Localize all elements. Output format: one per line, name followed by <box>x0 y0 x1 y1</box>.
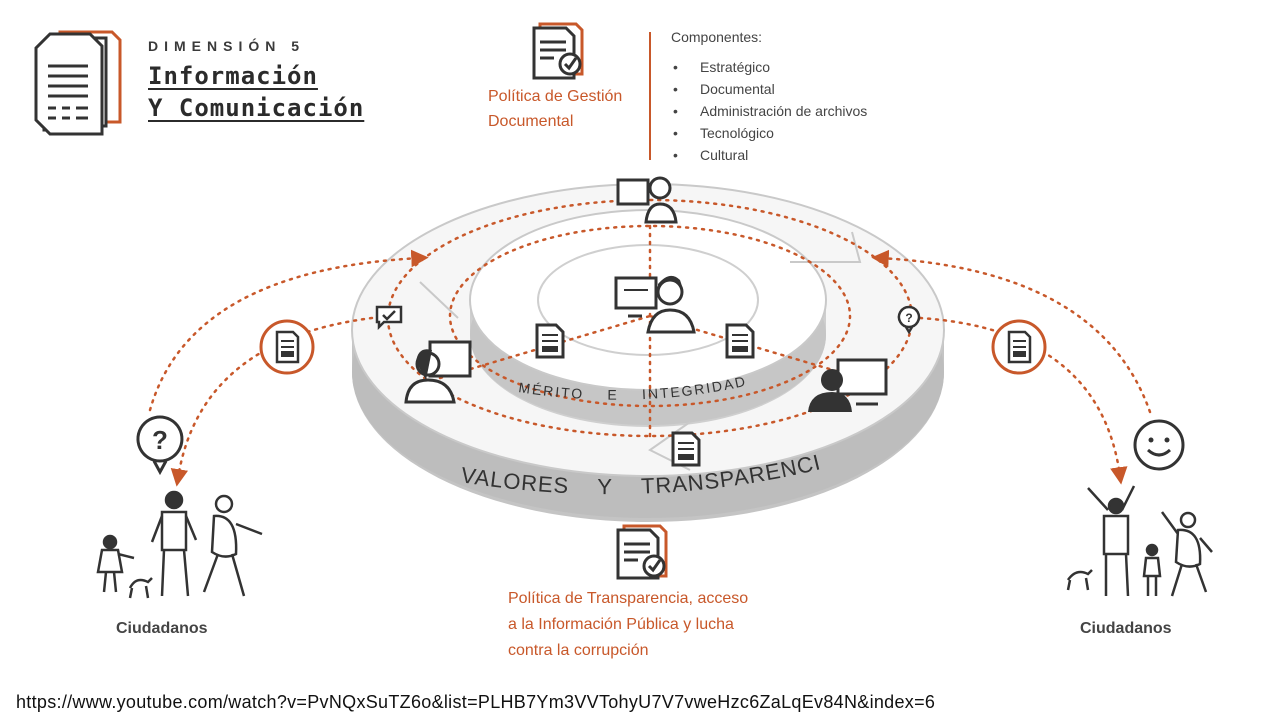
document-circle-icon <box>259 319 315 375</box>
smiley-face-icon <box>1133 419 1185 471</box>
component-item: Tecnológico <box>671 122 867 144</box>
policy-document-line-1: Política de Gestión <box>488 88 623 105</box>
citizens-label-right: Ciudadanos <box>1080 620 1172 637</box>
policy-transparency-line-3: contra la corrupción <box>508 642 649 659</box>
component-item: Documental <box>671 78 867 100</box>
person-computer-icon <box>404 340 472 404</box>
component-item: Cultural <box>671 144 867 166</box>
document-icon <box>671 431 701 467</box>
svg-text:?: ? <box>905 311 912 325</box>
page-title: Información Y Comunicación <box>148 60 364 124</box>
policy-transparency-line-2: a la Información Pública y lucha <box>508 616 734 633</box>
question-bubble-icon: ? <box>897 305 921 334</box>
person-computer-icon <box>808 358 888 412</box>
policy-document-line-2: Documental <box>488 113 574 130</box>
components-divider <box>649 32 651 160</box>
components-list: Componentes: Estratégico Documental Admi… <box>671 26 867 166</box>
check-message-icon <box>375 305 403 330</box>
title-line-2: Y Comunicación <box>148 94 365 122</box>
svg-text:?: ? <box>152 425 168 455</box>
policy-transparency-line-1: Política de Transparencia, acceso <box>508 590 749 607</box>
document-circle-icon <box>991 319 1047 375</box>
components-heading: Componentes: <box>671 29 763 45</box>
citizens-illustration <box>1066 485 1213 597</box>
component-item: Administración de archivos <box>671 100 867 122</box>
person-computer-icon <box>616 176 678 224</box>
component-item: Estratégico <box>671 56 867 78</box>
citizens-illustration <box>96 490 263 599</box>
document-icon <box>725 323 755 359</box>
question-bubble-icon: ? <box>136 415 184 476</box>
policy-document-icon <box>532 22 584 80</box>
dimension-label: DIMENSIÓN 5 <box>148 38 306 54</box>
source-url-link[interactable]: https://www.youtube.com/watch?v=PvNQxSuT… <box>16 692 936 712</box>
policy-document-title: Política de Gestión Documental <box>488 84 622 134</box>
citizens-label-left: Ciudadanos <box>116 620 208 637</box>
document-icon <box>535 323 565 359</box>
documents-stack-icon <box>34 30 122 136</box>
policy-document-icon <box>616 524 668 580</box>
title-line-1: Información <box>148 62 318 90</box>
person-computer-icon <box>614 275 696 334</box>
policy-transparency-title: Política de Transparencia, acceso a la I… <box>508 586 788 664</box>
